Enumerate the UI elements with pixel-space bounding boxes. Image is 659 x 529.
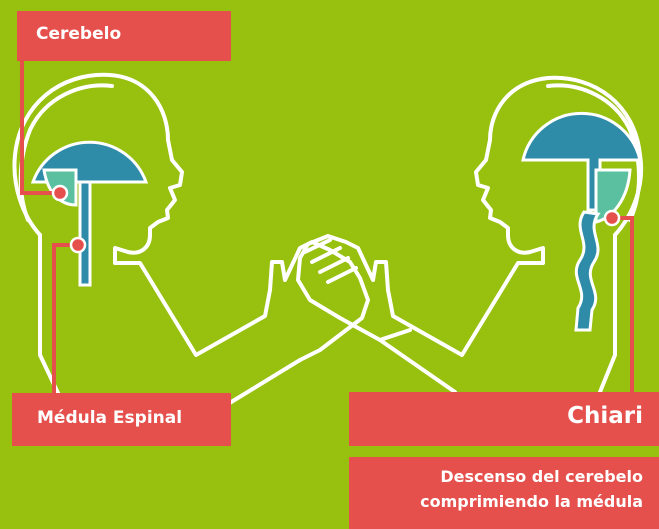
dot-medula xyxy=(69,236,87,254)
dot-chiari xyxy=(603,209,621,227)
forearm-right xyxy=(378,338,457,394)
dot-cerebelo xyxy=(51,184,69,202)
label-medula-text: Médula Espinal xyxy=(37,408,183,428)
left-spinal-cord xyxy=(78,180,92,287)
right-head-ring xyxy=(546,83,641,222)
label-cerebelo: Cerebelo xyxy=(17,11,231,61)
right-brain xyxy=(521,111,642,212)
pointer-cerebelo xyxy=(20,60,58,195)
descripcion-line-1: Descenso del cerebelo xyxy=(440,467,643,486)
pointer-medula xyxy=(52,243,78,393)
label-chiari: Chiari xyxy=(349,392,659,446)
forearm-left xyxy=(226,358,302,406)
right-cerebellum xyxy=(594,168,632,224)
hand-right xyxy=(296,234,412,342)
right-arm-lower xyxy=(598,233,617,394)
hand-fingers xyxy=(303,238,358,284)
descripcion-line-2: comprimiendo la médula xyxy=(420,492,643,511)
label-chiari-text: Chiari xyxy=(567,403,643,429)
left-head-outline xyxy=(12,72,272,357)
hand-left xyxy=(268,240,370,362)
label-medula-espinal: Médula Espinal xyxy=(12,393,231,446)
label-cerebelo-text: Cerebelo xyxy=(36,24,122,44)
label-descripcion: Descenso del cerebelo comprimiendo la mé… xyxy=(349,457,659,529)
right-spinal-cord-wavy xyxy=(574,210,601,332)
